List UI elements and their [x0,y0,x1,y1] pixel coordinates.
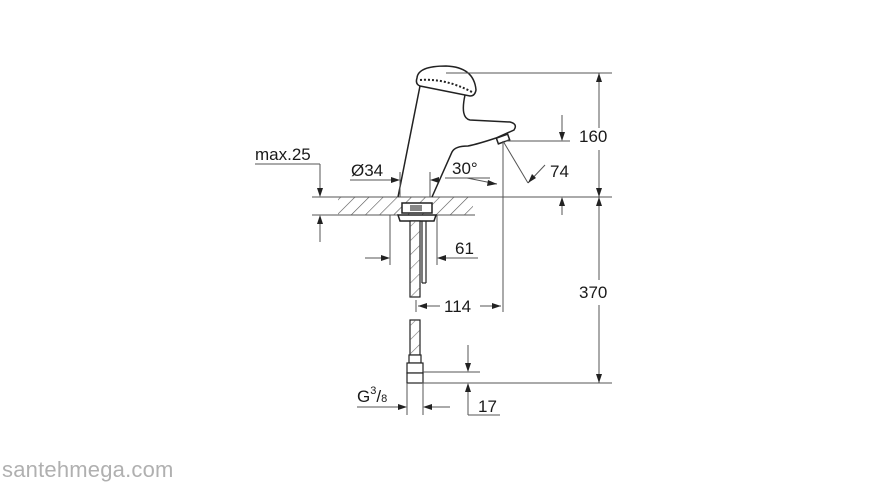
dim-outlet-distance: 74 [550,162,569,181]
countertop [312,196,612,216]
watermark: santehmega.com [2,457,174,482]
dim-nut-height: 17 [478,397,497,416]
dim-pipe-length: 370 [579,283,608,302]
dim-shank-offset: 61 [455,239,474,258]
dim-thread-size: G3/8 [357,385,388,406]
dim-spout-reach: 114 [444,297,472,316]
flex-hose [406,220,427,384]
dim-max-deck-thickness: max.25 [255,145,311,164]
dimension-arrows [317,73,602,410]
dimension-lines [255,72,612,416]
dim-spout-angle: 30° [452,159,478,178]
dim-shank-diameter: Ø34 [351,161,384,180]
dim-total-height: 160 [579,127,608,146]
